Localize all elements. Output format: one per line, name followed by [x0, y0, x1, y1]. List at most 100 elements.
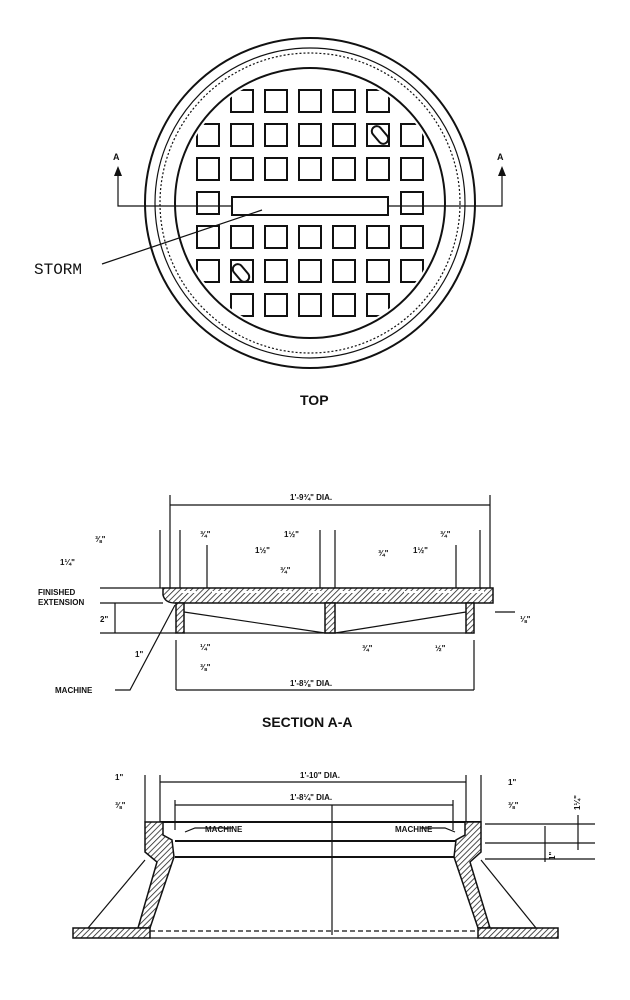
inner-dia-label: 1'-8¼" DIA.: [290, 793, 332, 802]
grate-opening: [332, 259, 356, 283]
rib-left: [175, 602, 185, 634]
base-flange-left: [72, 927, 151, 939]
grate-opening: [366, 259, 390, 283]
grate-opening: [230, 293, 254, 317]
grate-opening: [196, 259, 220, 283]
section-view: 1'-9¾" DIA. ¾" 1½" 1½" ¾": [38, 493, 531, 730]
section-line-right: [388, 170, 503, 207]
frame-wall-right: [453, 821, 492, 929]
grate-opening: [366, 293, 390, 317]
grate-opening: [400, 191, 424, 215]
rim-ring-inner: [159, 52, 461, 354]
finished-label: FINISHED: [38, 588, 76, 597]
dim-label: ⅛": [520, 615, 531, 624]
dim-label: ⅜": [508, 801, 519, 810]
outer-rim: [144, 37, 476, 369]
grate-opening: [264, 157, 288, 181]
machine-label-right: MACHINE: [395, 825, 433, 834]
dim-label: ¾": [280, 566, 291, 575]
overall-dia-label: 1'-9¾" DIA.: [290, 493, 332, 502]
grate-opening: [230, 89, 254, 113]
grate-opening: [264, 259, 288, 283]
extension-label: EXTENSION: [38, 598, 84, 607]
machine-label-left: MACHINE: [205, 825, 243, 834]
grate-opening: [298, 157, 322, 181]
machine-leader-right: [420, 827, 456, 833]
dim-label: 1½": [284, 530, 299, 539]
top-view-title: TOP: [300, 392, 329, 408]
rib-right: [465, 602, 475, 634]
dim-label: ⅜": [115, 801, 126, 810]
dim-label: 1¼": [573, 795, 582, 810]
storm-leader: [101, 209, 263, 265]
rim-ring: [154, 47, 466, 359]
rib-center: [324, 602, 336, 634]
grate-opening: [264, 225, 288, 249]
section-marker-right: A: [497, 152, 504, 162]
outer-dia-label: 1'-10" DIA.: [300, 771, 340, 780]
grate-opening: [230, 123, 254, 147]
grate-opening: [332, 157, 356, 181]
storm-label: STORM: [34, 261, 82, 279]
grate-opening: [196, 123, 220, 147]
grate-opening: [366, 157, 390, 181]
dim-label: 1": [115, 773, 123, 782]
grate-opening: [298, 259, 322, 283]
base-flange-right: [477, 927, 559, 939]
grate-opening: [264, 123, 288, 147]
section-marker-left: A: [113, 152, 120, 162]
grate-opening: [230, 157, 254, 181]
machine-leader-left: [184, 827, 232, 833]
machine-leader: [115, 604, 176, 691]
grate-opening: [196, 225, 220, 249]
dim-label: ¾": [440, 530, 451, 539]
dim-label: 1": [548, 852, 557, 860]
dim-label: ⅜": [95, 535, 106, 544]
dim-label: ¾": [200, 530, 211, 539]
dim-label: 1½": [413, 546, 428, 555]
dim-label: ¾": [378, 549, 389, 558]
grate-opening: [332, 89, 356, 113]
dim-label: 1½": [255, 546, 270, 555]
grate-openings: [196, 89, 424, 317]
cover-plate: [162, 587, 494, 604]
grate-opening: [366, 225, 390, 249]
arrow-icon: [114, 166, 122, 176]
grate-opening: [366, 89, 390, 113]
bottom-dia-label: 1'-8⅛" DIA.: [290, 679, 332, 688]
frame-view: 1'-10" DIA. 1'-8¼" DIA. 1" ⅜" 1" ⅜" 1¼" …: [72, 771, 595, 939]
dim-label: 1": [135, 650, 143, 659]
grate-opening: [196, 191, 220, 215]
frame-wall-left: [137, 821, 175, 929]
grate-opening: [332, 123, 356, 147]
grate-opening: [264, 293, 288, 317]
grate-opening: [298, 225, 322, 249]
grate-opening: [298, 89, 322, 113]
dim-label: ½": [435, 644, 446, 653]
grate-opening: [298, 123, 322, 147]
grate-opening: [332, 225, 356, 249]
dim-label: ¾": [362, 644, 373, 653]
grate-opening: [400, 259, 424, 283]
arrow-icon: [498, 166, 506, 176]
vent-slot: [370, 125, 390, 145]
grate-opening: [230, 225, 254, 249]
dim-label: 2": [100, 615, 108, 624]
grate-opening: [400, 157, 424, 181]
dim-label: ⅜": [200, 663, 211, 672]
grate-edge: [174, 67, 446, 339]
machine-label: MACHINE: [55, 686, 93, 695]
grate-opening: [400, 225, 424, 249]
grate-opening: [298, 293, 322, 317]
section-line-left: [117, 170, 232, 207]
vent-slot: [231, 263, 251, 283]
dim-label: ¼": [200, 643, 211, 652]
top-view: A A STORM TOP: [34, 37, 506, 408]
grate-opening: [332, 293, 356, 317]
dim-label: 1¼": [60, 558, 75, 567]
grate-opening: [400, 123, 424, 147]
section-title: SECTION A-A: [262, 714, 352, 730]
dim-label: 1": [508, 778, 516, 787]
grate-opening: [196, 157, 220, 181]
